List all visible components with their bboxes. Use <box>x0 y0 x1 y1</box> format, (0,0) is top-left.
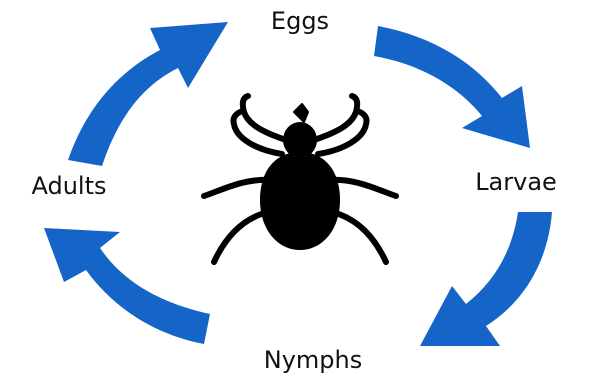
stage-label-larvae: Larvae <box>475 168 557 196</box>
stage-label-eggs: Eggs <box>271 7 329 35</box>
stage-label-adults: Adults <box>31 172 106 200</box>
stage-label-nymphs: Nymphs <box>264 346 362 374</box>
tick-mouthparts <box>294 104 308 122</box>
tick-icon <box>204 96 396 262</box>
arrow-eggs-to-larvae <box>374 26 530 148</box>
tick-body <box>260 152 340 250</box>
arrow-adults-to-eggs <box>68 22 228 166</box>
arrow-larvae-to-nymphs <box>420 212 552 346</box>
arrow-nymphs-to-adults <box>44 228 210 344</box>
